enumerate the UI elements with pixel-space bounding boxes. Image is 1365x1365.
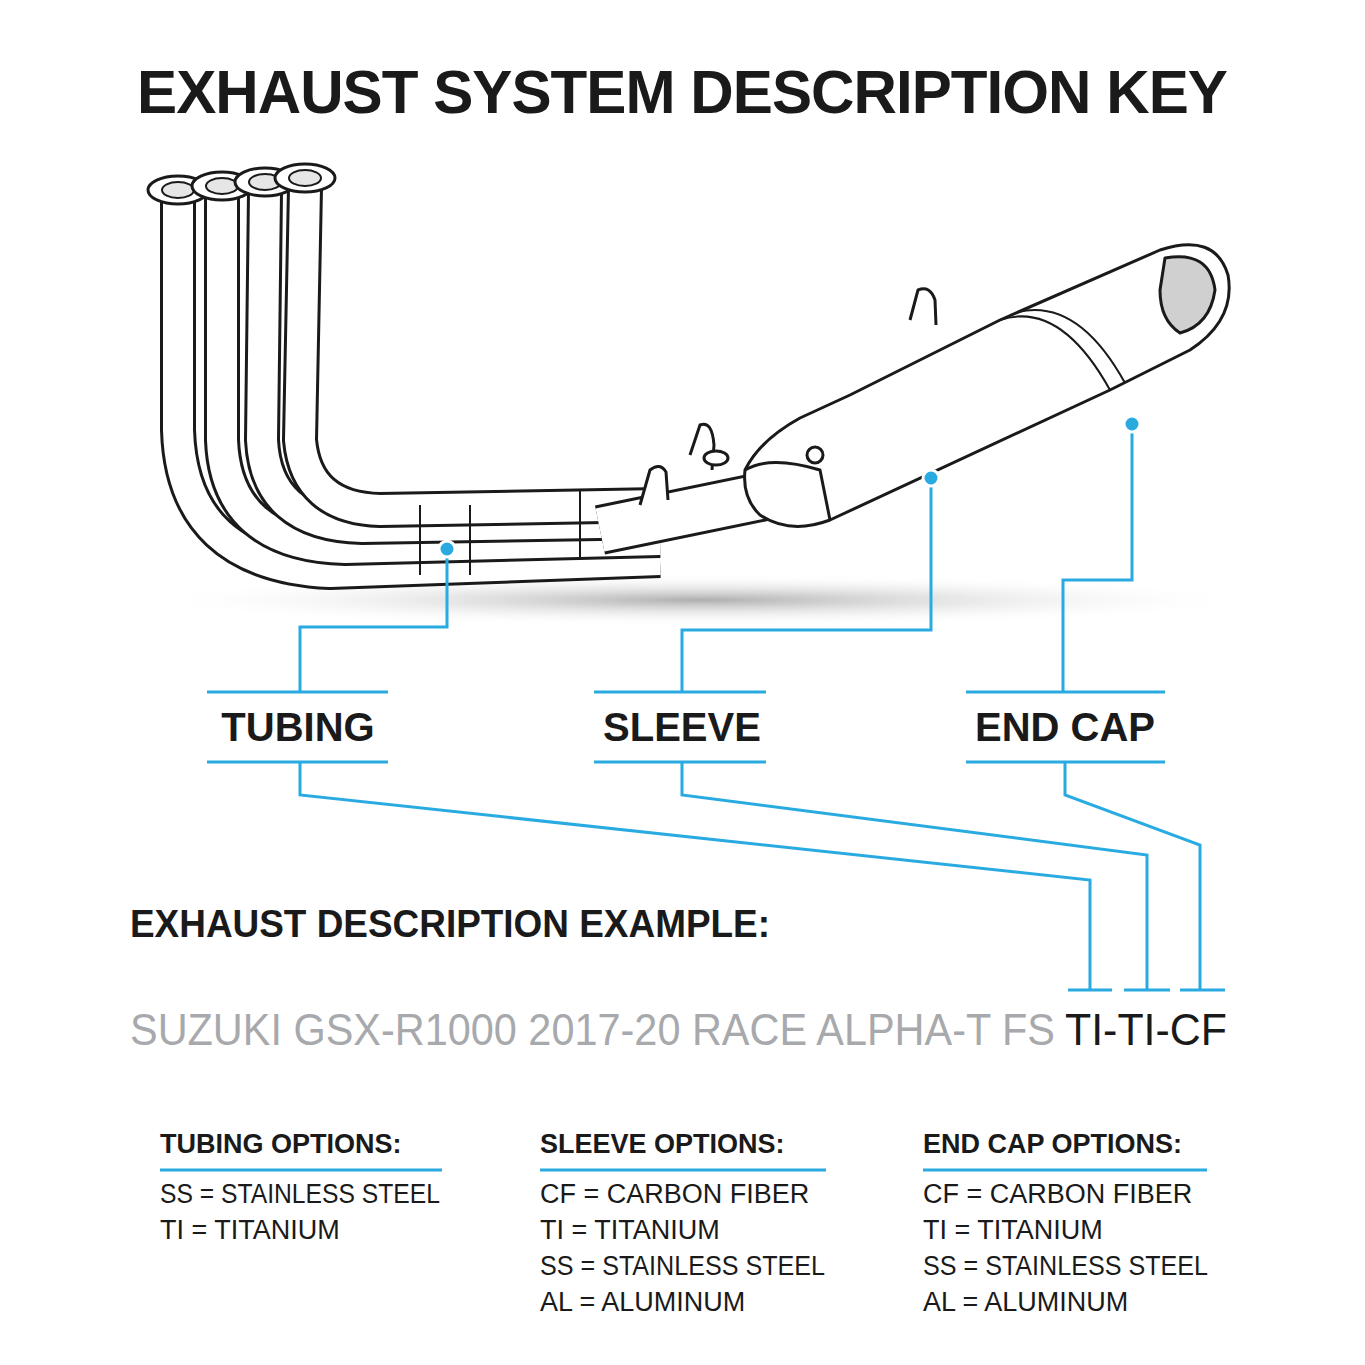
link-pipe: [600, 495, 770, 530]
link-pipe: [600, 495, 770, 530]
callout-dots: [439, 416, 1140, 557]
end-cap-outlet: [1160, 257, 1215, 333]
header-pipe: [300, 188, 660, 510]
header-pipe: [300, 188, 660, 510]
options-heading: SLEEVE OPTIONS:: [540, 1130, 785, 1160]
mount-bracket: [910, 289, 936, 325]
pipe-joint: [579, 490, 581, 560]
option-item: AL = ALUMINUM: [540, 1288, 745, 1318]
example-description: SUZUKI GSX-R1000 2017-20 RACE ALPHA-T FS: [130, 1006, 1055, 1054]
options-heading: END CAP OPTIONS:: [923, 1130, 1182, 1160]
option-item: SS = STAINLESS STEEL: [923, 1252, 1208, 1282]
mount-bracket: [640, 466, 668, 505]
sleeve-seam: [745, 463, 830, 521]
bolt: [807, 447, 823, 463]
option-item: CF = CARBON FIBER: [923, 1180, 1192, 1210]
muffler-sleeve: [745, 245, 1230, 527]
callout-lines: [160, 424, 1225, 1170]
option-item: SS = STAINLESS STEEL: [160, 1180, 440, 1210]
part-label: SLEEVE: [603, 705, 761, 749]
header-pipes: [148, 164, 770, 575]
pipe-joint: [469, 505, 471, 575]
header-flange: [275, 164, 335, 192]
title: EXHAUST SYSTEM DESCRIPTION KEY: [137, 58, 1227, 126]
header-port: [206, 178, 238, 194]
option-item: CF = CARBON FIBER: [540, 1180, 809, 1210]
muffler: [640, 245, 1229, 527]
options-heading: TUBING OPTIONS:: [160, 1130, 402, 1160]
part-label: END CAP: [975, 705, 1155, 749]
header-port: [162, 182, 194, 198]
header-port: [289, 170, 321, 186]
option-item: SS = STAINLESS STEEL: [540, 1252, 825, 1282]
option-item: TI = TITANIUM: [923, 1216, 1103, 1246]
pipe-joint: [419, 505, 421, 575]
sensor-bung: [704, 451, 728, 465]
end-cap-band: [1018, 310, 1125, 383]
option-item: AL = ALUMINUM: [923, 1288, 1128, 1318]
option-item: TI = TITANIUM: [160, 1216, 340, 1246]
example-heading: EXHAUST DESCRIPTION EXAMPLE:: [130, 904, 770, 946]
end-cap-band: [1000, 316, 1110, 390]
part-label: TUBING: [221, 705, 374, 749]
option-item: TI = TITANIUM: [540, 1216, 720, 1246]
example-code: TI-TI-CF: [1065, 1006, 1227, 1054]
